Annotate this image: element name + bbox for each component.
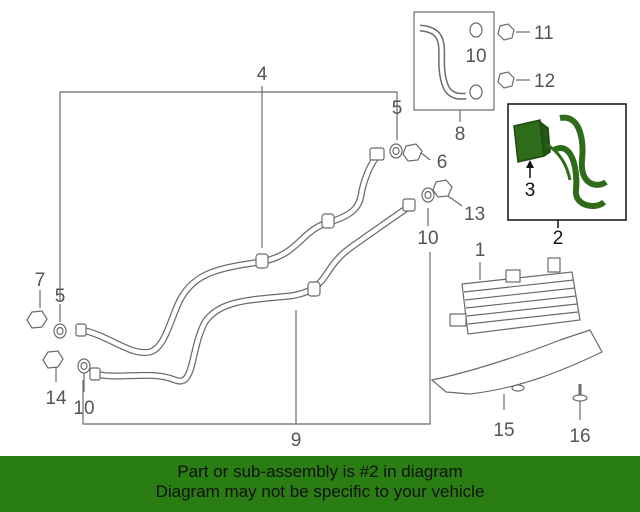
leader-13 [447, 195, 463, 207]
callout-13: 13 [464, 204, 485, 225]
cooler-line-upper [81, 152, 381, 356]
callout-2: 2 [553, 228, 564, 249]
heat-shield [430, 329, 603, 395]
callout-12: 12 [534, 71, 555, 92]
callout-1: 1 [475, 240, 486, 261]
fitting-nut [26, 310, 48, 329]
callout-7: 7 [35, 270, 46, 291]
callout-11: 11 [534, 23, 554, 44]
line-clip [75, 323, 87, 337]
seal-washer [421, 187, 435, 203]
fitting-nut [432, 179, 453, 198]
line-clip [255, 253, 269, 269]
leader-6 [419, 151, 431, 161]
line-clip [402, 198, 416, 212]
callout-9: 9 [291, 430, 302, 451]
oil-cooler [449, 257, 581, 335]
seal-washer [77, 358, 91, 374]
banner-line-part: Part or sub-assembly is #2 in diagram [177, 462, 463, 481]
callout-15: 15 [493, 420, 514, 441]
hose-assembly [559, 114, 608, 188]
callout-6: 6 [437, 152, 448, 173]
callout-5-left: 5 [55, 286, 66, 307]
part-2-box [507, 103, 627, 221]
line-clip [321, 213, 335, 229]
bolt [572, 384, 588, 402]
banner-line-disclaimer: Diagram may not be specific to your vehi… [155, 482, 485, 501]
hose-assembly [552, 145, 607, 209]
info-banner: Part or sub-assembly is #2 in diagram Di… [0, 456, 640, 512]
callout-4: 4 [257, 64, 268, 85]
line-clip [89, 367, 101, 381]
callout-5-upper: 5 [392, 98, 403, 119]
callout-16: 16 [569, 426, 590, 447]
callout-8: 8 [455, 124, 466, 145]
callout-14: 14 [45, 388, 67, 409]
fitting-nut [42, 350, 64, 369]
fitting-nut [402, 143, 423, 162]
fitting-nut [497, 23, 515, 41]
line-clip [369, 147, 385, 161]
part-2-assembly [513, 114, 608, 209]
callout-10-right: 10 [417, 228, 438, 249]
cooler-bracket [513, 119, 545, 163]
fitting-nut [497, 71, 515, 89]
callout-3: 3 [525, 180, 536, 201]
seal-washer [53, 323, 67, 339]
callout-10-left: 10 [73, 398, 94, 419]
seal-washer [389, 143, 403, 159]
bracket-4 [59, 91, 398, 301]
bracket-9 [82, 252, 431, 425]
line-clip [307, 281, 321, 297]
parts-diagram: 4 5 6 8 10 11 12 3 2 13 10 1 7 5 14 10 9… [26, 11, 627, 451]
callout-10-part8: 10 [465, 46, 486, 67]
